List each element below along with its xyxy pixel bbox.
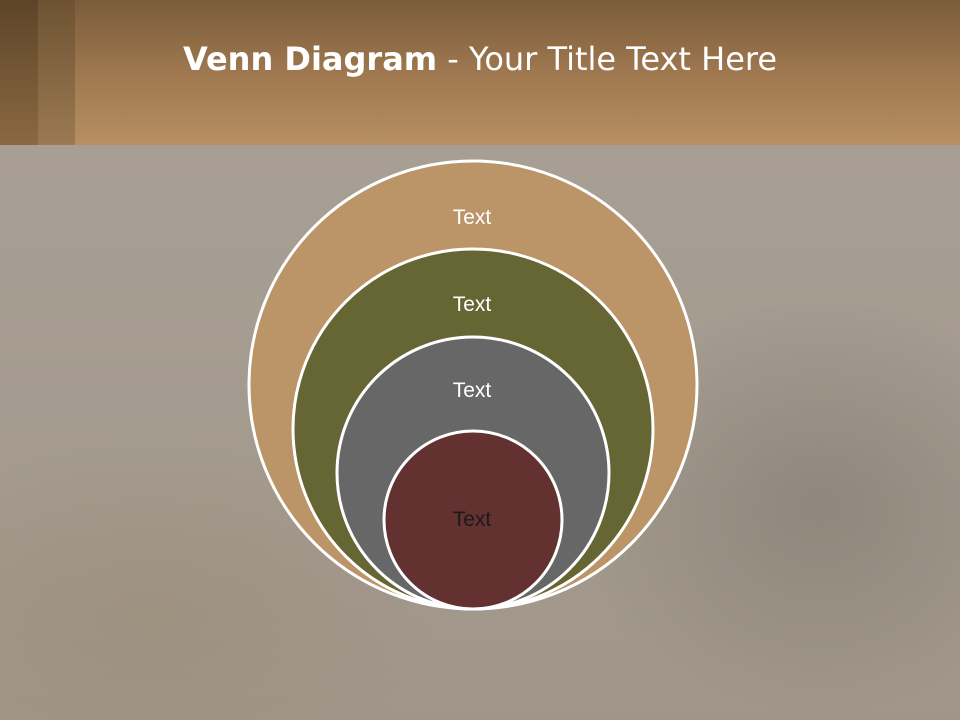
third-circle-label: Text bbox=[453, 379, 492, 402]
outer-circle-label: Text bbox=[453, 206, 492, 229]
second-circle-label: Text bbox=[453, 293, 492, 316]
slide-title-bold: Venn Diagram bbox=[182, 40, 438, 78]
inner-circle[interactable] bbox=[382, 429, 564, 611]
header-accent-strip bbox=[0, 0, 38, 145]
slide-title[interactable]: Venn Diagram - Your Title Text Here bbox=[0, 40, 960, 78]
inner-circle-label: Text bbox=[453, 508, 492, 531]
slide-title-rest: - Your Title Text Here bbox=[437, 40, 778, 78]
header-accent-strip bbox=[38, 0, 75, 145]
title-bar: Venn Diagram - Your Title Text Here bbox=[0, 0, 960, 145]
